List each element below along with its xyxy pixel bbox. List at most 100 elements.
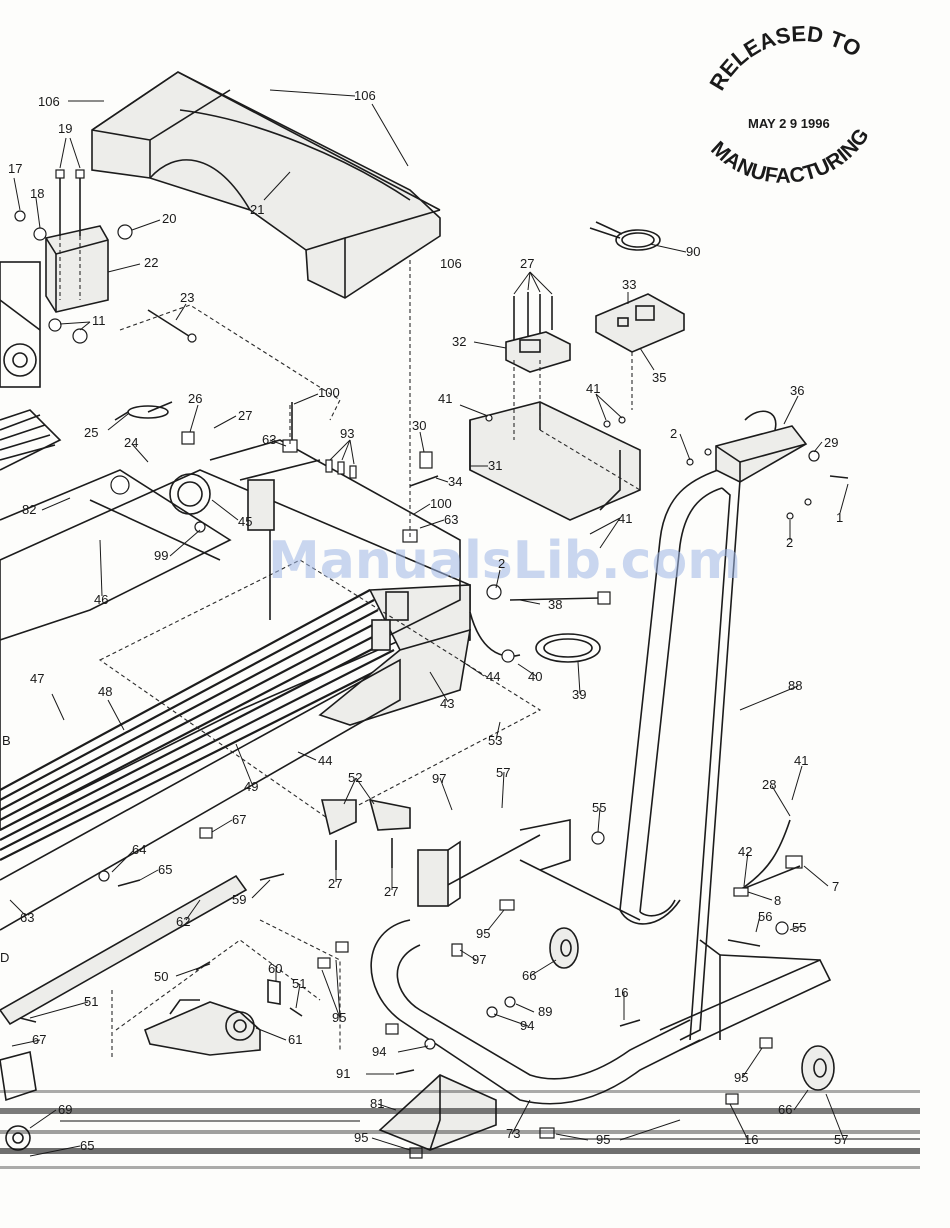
callout-38: 38: [548, 597, 562, 612]
callout-67: 67: [232, 812, 246, 827]
callout-19: 19: [58, 121, 72, 136]
callout-36: 36: [790, 383, 804, 398]
callout-24: 24: [124, 435, 138, 450]
callout-69: 69: [58, 1102, 72, 1117]
callout-91: 91: [336, 1066, 350, 1081]
callout-49: 49: [244, 779, 258, 794]
callout-62: 62: [176, 914, 190, 929]
scan-noise: [0, 1090, 920, 1169]
callout-42: 42: [738, 844, 752, 859]
callout-48: 48: [98, 684, 112, 699]
callout-25: 25: [84, 425, 98, 440]
callout-66: 66: [522, 968, 536, 983]
callout-32: 32: [452, 334, 466, 349]
wheel-66-mid: [549, 927, 579, 969]
callout-11: 11: [92, 313, 106, 328]
callout-73: 73: [506, 1126, 520, 1141]
callout-106: 106: [38, 94, 60, 109]
callout-51: 51: [292, 976, 306, 991]
controller-board-33: [595, 293, 685, 410]
callout-100: 100: [430, 496, 452, 511]
callout-27: 27: [238, 408, 252, 423]
callout-34: 34: [448, 474, 462, 489]
callout-89: 89: [538, 1004, 552, 1019]
callout-51: 51: [84, 994, 98, 1009]
callout-d: D: [0, 950, 9, 965]
callout-35: 35: [652, 370, 666, 385]
callout-50: 50: [154, 969, 168, 984]
callout-90: 90: [686, 244, 700, 259]
callout-2: 2: [670, 426, 677, 441]
callout-27: 27: [328, 876, 342, 891]
motor-hood: [91, 71, 441, 299]
callout-95: 95: [332, 1010, 346, 1025]
bolts-19: [55, 169, 85, 300]
callout-64: 64: [132, 842, 146, 857]
mid-frame: [209, 439, 461, 651]
callout-44: 44: [486, 669, 500, 684]
callout-99: 99: [154, 548, 168, 563]
motor-61: [143, 999, 261, 1056]
manualslib-watermark: ManualsLib.com: [268, 531, 741, 591]
callout-45: 45: [238, 514, 252, 529]
callout-1: 1: [836, 510, 843, 525]
callout-41: 41: [618, 511, 632, 526]
callout-56: 56: [758, 909, 772, 924]
callout-100: 100: [318, 385, 340, 400]
callout-52: 52: [348, 770, 362, 785]
callout-26: 26: [188, 391, 202, 406]
stamp-line-2: MANUFACTURING: [706, 124, 873, 187]
callout-63: 63: [20, 910, 34, 925]
callout-46: 46: [94, 592, 108, 607]
callout-8: 8: [774, 893, 781, 908]
callout-55: 55: [592, 800, 606, 815]
callout-81: 81: [370, 1096, 384, 1111]
callout-30: 30: [412, 418, 426, 433]
callout-23: 23: [180, 290, 194, 305]
callout-57: 57: [834, 1132, 848, 1147]
callout-44: 44: [318, 753, 332, 768]
callout-2: 2: [786, 535, 793, 550]
callout-18: 18: [30, 186, 44, 201]
callout-20: 20: [162, 211, 176, 226]
callout-97: 97: [472, 952, 486, 967]
callout-b: B: [2, 733, 11, 748]
callout-39: 39: [572, 687, 586, 702]
circuit-board-32: [505, 292, 571, 440]
callout-43: 43: [440, 696, 454, 711]
callout-33: 33: [622, 277, 636, 292]
callout-66: 66: [778, 1102, 792, 1117]
callout-16: 16: [614, 985, 628, 1000]
deck-frame: [0, 409, 471, 931]
stamp-line-1: RELEASED TO: [704, 21, 865, 95]
callout-53: 53: [488, 733, 502, 748]
callout-63: 63: [444, 512, 458, 527]
callout-22: 22: [144, 255, 158, 270]
callout-27: 27: [384, 884, 398, 899]
base-frame: [370, 819, 832, 1105]
power-cord: [469, 584, 611, 663]
callout-82: 82: [22, 502, 36, 517]
callout-94: 94: [520, 1018, 534, 1033]
callout-29: 29: [824, 435, 838, 450]
callout-65: 65: [158, 862, 172, 877]
callout-16: 16: [744, 1132, 758, 1147]
wire-90: [589, 221, 661, 251]
callout-63: 63: [262, 432, 276, 447]
callout-60: 60: [268, 961, 282, 976]
callout-41: 41: [586, 381, 600, 396]
callout-41: 41: [438, 391, 452, 406]
callout-2: 2: [498, 556, 505, 571]
callout-106: 106: [440, 256, 462, 271]
callout-67: 67: [32, 1032, 46, 1047]
callout-59: 59: [232, 892, 246, 907]
callout-31: 31: [488, 458, 502, 473]
callout-21: 21: [250, 202, 264, 217]
callout-7: 7: [832, 879, 839, 894]
stamp-date: MAY 2 9 1996: [748, 116, 830, 131]
callout-40: 40: [528, 669, 542, 684]
callout-61: 61: [288, 1032, 302, 1047]
callout-97: 97: [432, 771, 446, 786]
callout-95: 95: [476, 926, 490, 941]
